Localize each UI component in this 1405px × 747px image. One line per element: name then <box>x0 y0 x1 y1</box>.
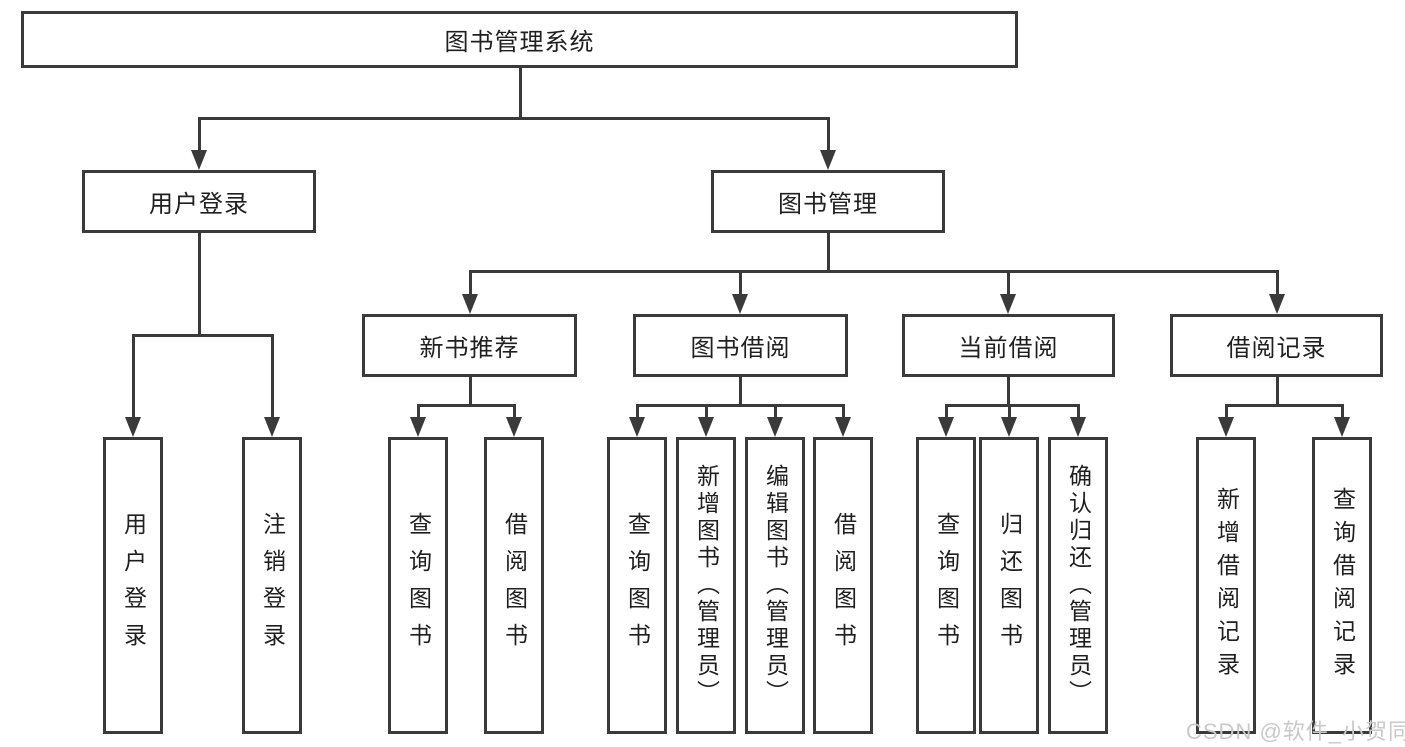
connector-line <box>945 404 1080 407</box>
node-library-management-system: 图书管理系统 <box>21 11 1018 68</box>
connector-line <box>198 233 201 335</box>
arrow-down-icon <box>462 294 478 314</box>
arrow-down-icon <box>410 417 426 437</box>
leaf-label: 借阅图书 <box>830 511 857 660</box>
connector-line <box>469 271 472 296</box>
leaf-label: 新增借阅记录 <box>1213 486 1240 685</box>
leaf-label: 查询借阅记录 <box>1329 486 1356 685</box>
connector-line <box>198 118 201 152</box>
connector-line <box>636 405 639 419</box>
csdn-watermark: CSDN @软件_小贺同学 <box>1186 719 1405 744</box>
node-label: 图书管理 <box>778 191 878 218</box>
arrow-down-icon <box>1000 294 1016 314</box>
arrow-down-icon <box>125 417 141 437</box>
node-label: 图书借阅 <box>690 335 791 362</box>
connector-line <box>636 404 845 407</box>
node-user-login: 用户登录 <box>82 170 316 233</box>
connector-line <box>519 68 522 118</box>
connector-line <box>739 271 742 296</box>
node-current-borrow: 当前借阅 <box>902 314 1115 377</box>
connector-line <box>842 405 845 419</box>
leaf-nb-query-book: 查询图书 <box>388 437 448 734</box>
connector-line <box>1225 405 1228 419</box>
connector-line <box>1276 271 1279 296</box>
arrow-down-icon <box>1070 417 1086 437</box>
leaf-label: 确认归还（管理员） <box>1065 464 1092 707</box>
node-label: 借阅记录 <box>1226 335 1327 362</box>
connector-line <box>739 377 742 405</box>
connector-line <box>198 117 830 120</box>
connector-line <box>132 335 135 419</box>
leaf-bb-edit-book-admin: 编辑图书（管理员） <box>745 437 805 734</box>
connector-line <box>1225 404 1344 407</box>
arrow-down-icon <box>191 150 207 170</box>
arrow-down-icon <box>1269 294 1285 314</box>
connector-line <box>827 233 830 271</box>
arrow-down-icon <box>1334 417 1350 437</box>
connector-line <box>1341 405 1344 419</box>
arrow-down-icon <box>264 417 280 437</box>
connector-line <box>1077 405 1080 419</box>
connector-line <box>1007 271 1010 296</box>
leaf-label: 查询图书 <box>933 511 960 660</box>
node-borrow-record: 借阅记录 <box>1170 314 1383 377</box>
connector-line <box>469 270 1279 273</box>
connector-line <box>705 405 708 419</box>
connector-line <box>417 404 516 407</box>
node-label: 新书推荐 <box>419 335 520 362</box>
connector-line <box>774 405 777 419</box>
connector-line <box>1008 405 1011 419</box>
leaf-label: 查询图书 <box>624 511 651 660</box>
connector-line <box>945 405 948 419</box>
arrow-down-icon <box>698 417 714 437</box>
leaf-label: 归还图书 <box>996 511 1023 660</box>
leaf-label: 注销登录 <box>259 511 286 660</box>
leaf-cb-query-book: 查询图书 <box>916 437 976 734</box>
connector-line <box>1276 377 1279 405</box>
arrow-down-icon <box>820 150 836 170</box>
leaf-bb-query-book: 查询图书 <box>607 437 667 734</box>
arrow-down-icon <box>1218 417 1234 437</box>
connector-line <box>827 118 830 152</box>
arrow-down-icon <box>938 417 954 437</box>
node-book-management: 图书管理 <box>711 170 945 233</box>
node-label: 图书管理系统 <box>444 29 595 56</box>
leaf-label: 新增图书（管理员） <box>693 464 720 707</box>
node-new-book-recommend: 新书推荐 <box>362 314 577 377</box>
arrow-down-icon <box>835 417 851 437</box>
leaf-cb-return-book: 归还图书 <box>979 437 1039 734</box>
node-label: 用户登录 <box>149 191 249 218</box>
connector-line <box>417 405 420 419</box>
leaf-bb-add-book-admin: 新增图书（管理员） <box>676 437 736 734</box>
arrow-down-icon <box>767 417 783 437</box>
leaf-label: 查询图书 <box>405 511 432 660</box>
leaf-cb-confirm-return-admin: 确认归还（管理员） <box>1048 437 1108 734</box>
connector-line <box>132 334 274 337</box>
node-label: 当前借阅 <box>958 335 1059 362</box>
connector-line <box>469 377 472 405</box>
leaf-br-query-record: 查询借阅记录 <box>1312 437 1372 734</box>
arrow-down-icon <box>506 417 522 437</box>
leaf-label: 借阅图书 <box>501 511 528 660</box>
arrow-down-icon <box>732 294 748 314</box>
leaf-user-login: 用户登录 <box>103 437 163 734</box>
leaf-label: 用户登录 <box>120 511 147 660</box>
leaf-nb-borrow-book: 借阅图书 <box>484 437 544 734</box>
connector-line <box>1007 377 1010 405</box>
leaf-label: 编辑图书（管理员） <box>762 464 789 707</box>
leaf-bb-borrow-book: 借阅图书 <box>813 437 873 734</box>
arrow-down-icon <box>1001 417 1017 437</box>
connector-line <box>271 335 274 419</box>
arrow-down-icon <box>629 417 645 437</box>
connector-line <box>513 405 516 419</box>
leaf-br-add-record: 新增借阅记录 <box>1196 437 1256 734</box>
node-book-borrow: 图书借阅 <box>633 314 848 377</box>
leaf-logout: 注销登录 <box>242 437 302 734</box>
